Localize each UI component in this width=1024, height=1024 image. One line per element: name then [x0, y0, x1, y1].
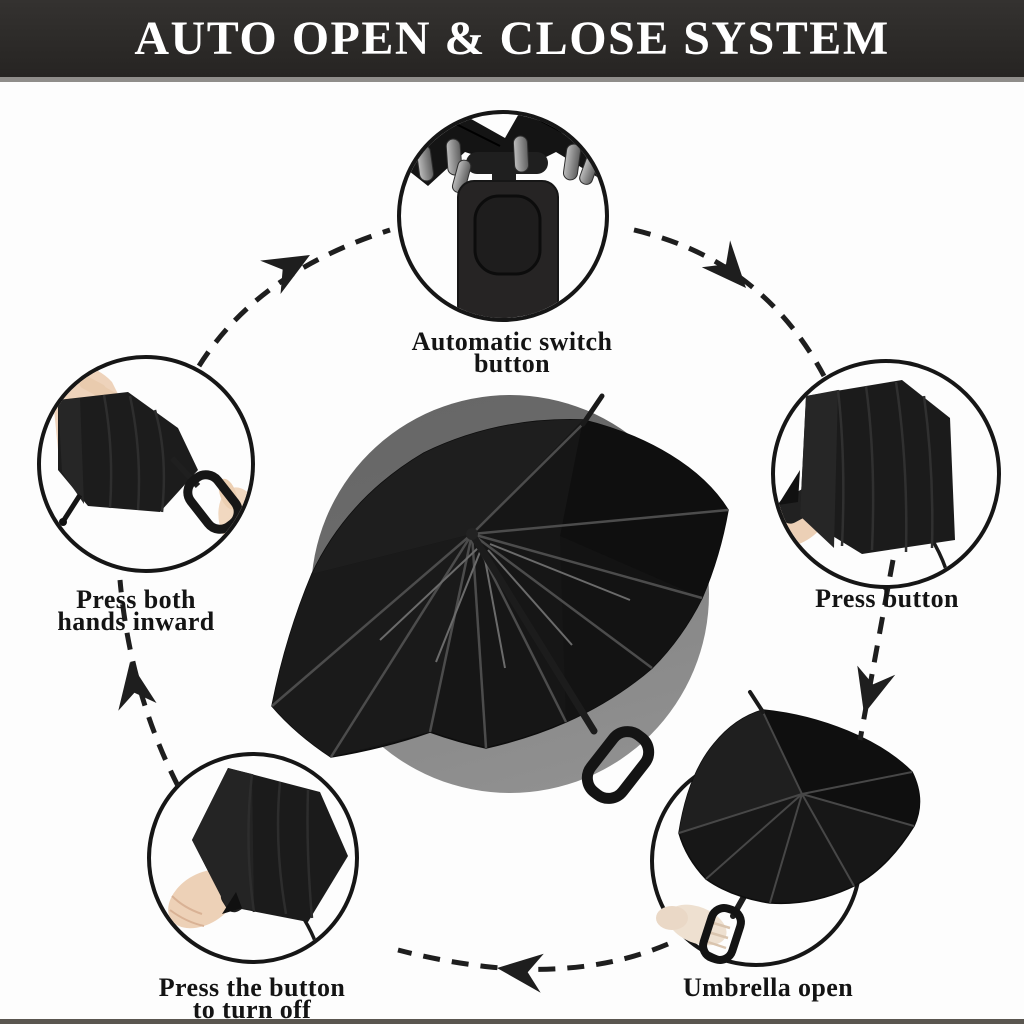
handle-loop — [699, 904, 745, 964]
step-label-line: Umbrella open — [682, 973, 854, 1002]
step-circle-bottom-left — [147, 752, 359, 964]
umbrella-handle — [581, 726, 655, 804]
bottom-edge-bar — [0, 1019, 1024, 1024]
step-label-line: Press both — [76, 585, 196, 614]
step-circle-left — [37, 355, 255, 573]
umbrella-stretchers — [379, 543, 631, 669]
step-circle-right — [771, 359, 1001, 589]
step-label-bottom-right: Umbrella open — [682, 973, 854, 1002]
title-banner: AUTO OPEN & CLOSE SYSTEM — [0, 0, 1024, 82]
umbrella-ribs — [271, 423, 729, 758]
step-circle-bottom-right — [650, 690, 921, 967]
step-label-line: hands inward — [57, 607, 215, 636]
connector-bottom-left-to-left — [117, 579, 181, 788]
connector-left-to-top — [196, 227, 391, 368]
step-label-top: Automatic switch button — [411, 327, 613, 378]
step-label-line: Press button — [815, 584, 959, 613]
arrowhead-left — [494, 949, 545, 993]
step-label-line: Press the button — [158, 973, 346, 1002]
step-label-bottom-left: Press the button to turn off — [158, 973, 346, 1024]
arrowhead-down-right — [701, 240, 761, 301]
step-circle-top — [397, 110, 609, 322]
connector-bottom-right-to-bottom-left — [397, 941, 669, 972]
folded-umbrella — [800, 380, 955, 554]
auto-switch-button — [473, 194, 542, 276]
step-label-left: Press both hands inward — [57, 585, 215, 636]
arrowhead-down — [845, 664, 896, 720]
step-label-line: to turn off — [192, 995, 312, 1024]
connector-top-to-right — [633, 227, 827, 378]
page-title: AUTO OPEN & CLOSE SYSTEM — [134, 12, 890, 65]
open-umbrella — [678, 690, 921, 905]
step-label-right: Press button — [815, 584, 959, 613]
center-umbrella-illustration — [271, 393, 729, 804]
step-label-line: Automatic switch — [411, 327, 613, 356]
step-label-line: button — [473, 349, 551, 378]
handle-loop — [183, 470, 243, 534]
